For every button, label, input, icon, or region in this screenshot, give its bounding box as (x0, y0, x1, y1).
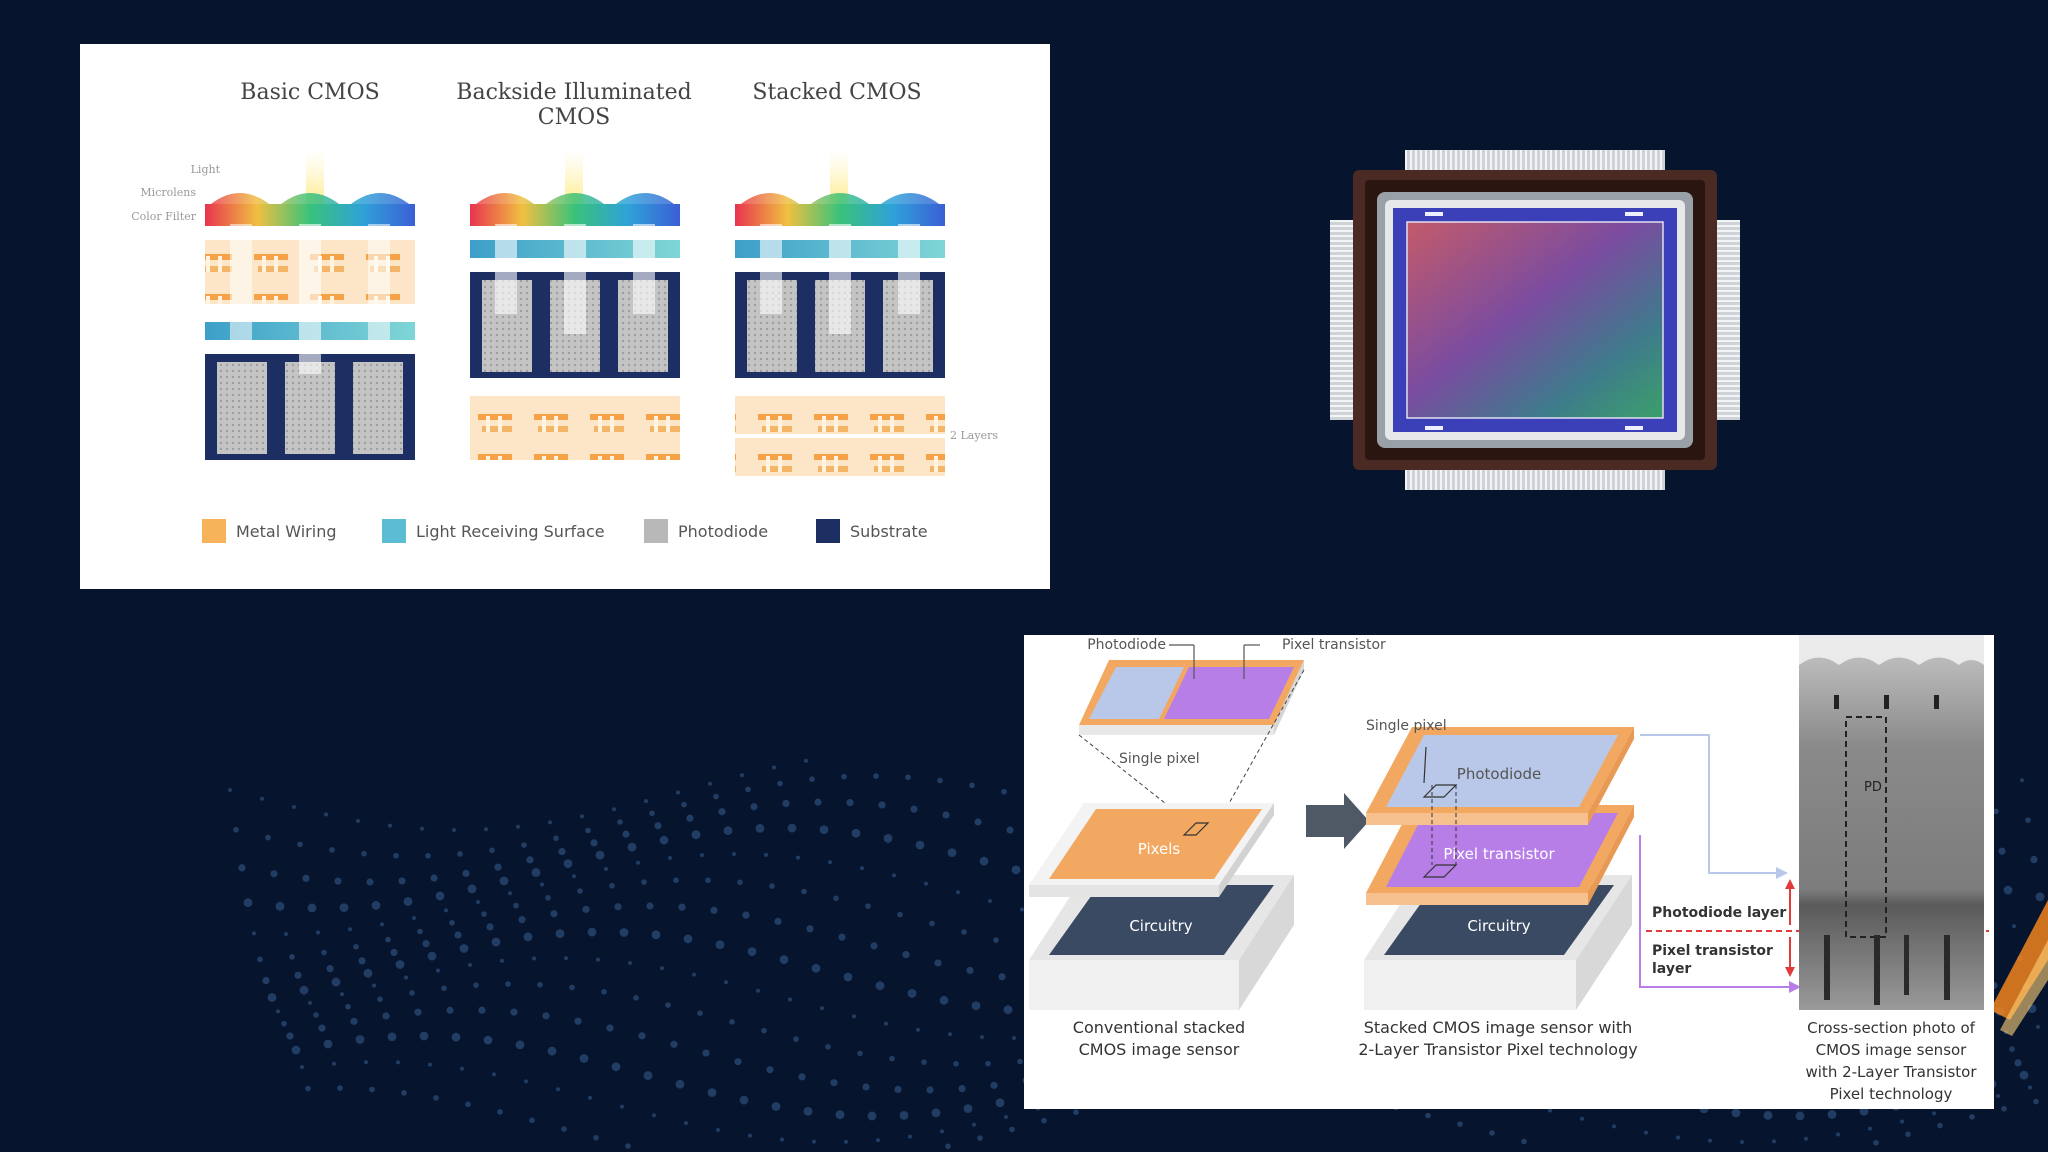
cross-section-photo (1799, 635, 1984, 1010)
legend-swatch-substrate (816, 519, 840, 543)
bsi-cmos-title-line1: Backside Illuminated (456, 80, 691, 105)
conventional-stack (1029, 803, 1294, 1010)
caption-photo-line4: Pixel technology (1830, 1085, 1953, 1103)
single-pixel-label-right: Single pixel (1366, 718, 1447, 734)
caption-photo-line3: with 2-Layer Transistor (1806, 1063, 1978, 1081)
cmos-sensor-chip-image (1330, 150, 1740, 490)
pixels-label: Pixels (1138, 840, 1181, 858)
circuitry-left-label: Circuitry (1129, 917, 1192, 935)
caption-conventional-line2: CMOS image sensor (1079, 1040, 1240, 1059)
cmos-types-diagram: Basic CMOS Backside Illuminated CMOS Sta… (131, 80, 998, 543)
single-pixel-illustration (1079, 660, 1304, 735)
legend: Metal Wiring Light Receiving Surface Pho… (202, 519, 928, 543)
caption-conventional-line1: Conventional stacked (1073, 1018, 1245, 1037)
photodiode-plate-label: Photodiode (1457, 765, 1541, 783)
color-filter-label: Color Filter (131, 210, 197, 223)
legend-swatch-light-receiving (382, 519, 406, 543)
circuitry-right-label: Circuitry (1467, 917, 1530, 935)
pixel-transistor-plate-label: Pixel transistor (1443, 845, 1555, 863)
two-layer-stack (1364, 727, 1634, 1010)
legend-metal-wiring: Metal Wiring (236, 522, 337, 541)
stacked-cmos-stack (735, 149, 945, 476)
two-layer-transistor-diagram: Photodiode Pixel transistor Single pixel… (1029, 635, 1989, 1103)
pd-label: PD (1864, 780, 1882, 795)
legend-substrate: Substrate (850, 522, 928, 541)
basic-cmos-title: Basic CMOS (240, 80, 379, 105)
caption-photo-line1: Cross-section photo of (1807, 1019, 1976, 1037)
microlens-label: Microlens (140, 186, 196, 199)
arrow-right-icon (1306, 793, 1369, 849)
single-pixel-label-left: Single pixel (1119, 751, 1200, 767)
caption-stacked-line1: Stacked CMOS image sensor with (1364, 1018, 1633, 1037)
stacked-cmos-title: Stacked CMOS (752, 80, 921, 105)
light-streak (1990, 900, 2048, 1036)
cmos-types-panel: Basic CMOS Backside Illuminated CMOS Sta… (80, 44, 1050, 589)
bsi-cmos-stack (470, 149, 680, 460)
pixel-transistor-callout: Pixel transistor (1282, 637, 1386, 653)
light-label: Light (191, 163, 221, 176)
legend-swatch-photodiode (644, 519, 668, 543)
pixel-transistor-layer-label-line1: Pixel transistor (1652, 943, 1773, 959)
photodiode-layer-label: Photodiode layer (1652, 905, 1786, 921)
photodiode-callout: Photodiode (1087, 637, 1166, 653)
caption-stacked-line2: 2-Layer Transistor Pixel technology (1358, 1040, 1637, 1059)
caption-photo-line2: CMOS image sensor (1816, 1041, 1968, 1059)
pixel-transistor-layer-label-line2: layer (1652, 961, 1691, 977)
legend-light-receiving-surface: Light Receiving Surface (416, 522, 605, 541)
legend-photodiode: Photodiode (678, 522, 768, 541)
two-layers-label: 2 Layers (950, 429, 998, 442)
two-layer-transistor-panel: Photodiode Pixel transistor Single pixel… (1024, 635, 1994, 1109)
bsi-cmos-title-line2: CMOS (538, 105, 610, 130)
legend-swatch-metal-wiring (202, 519, 226, 543)
basic-cmos-stack (205, 149, 415, 460)
